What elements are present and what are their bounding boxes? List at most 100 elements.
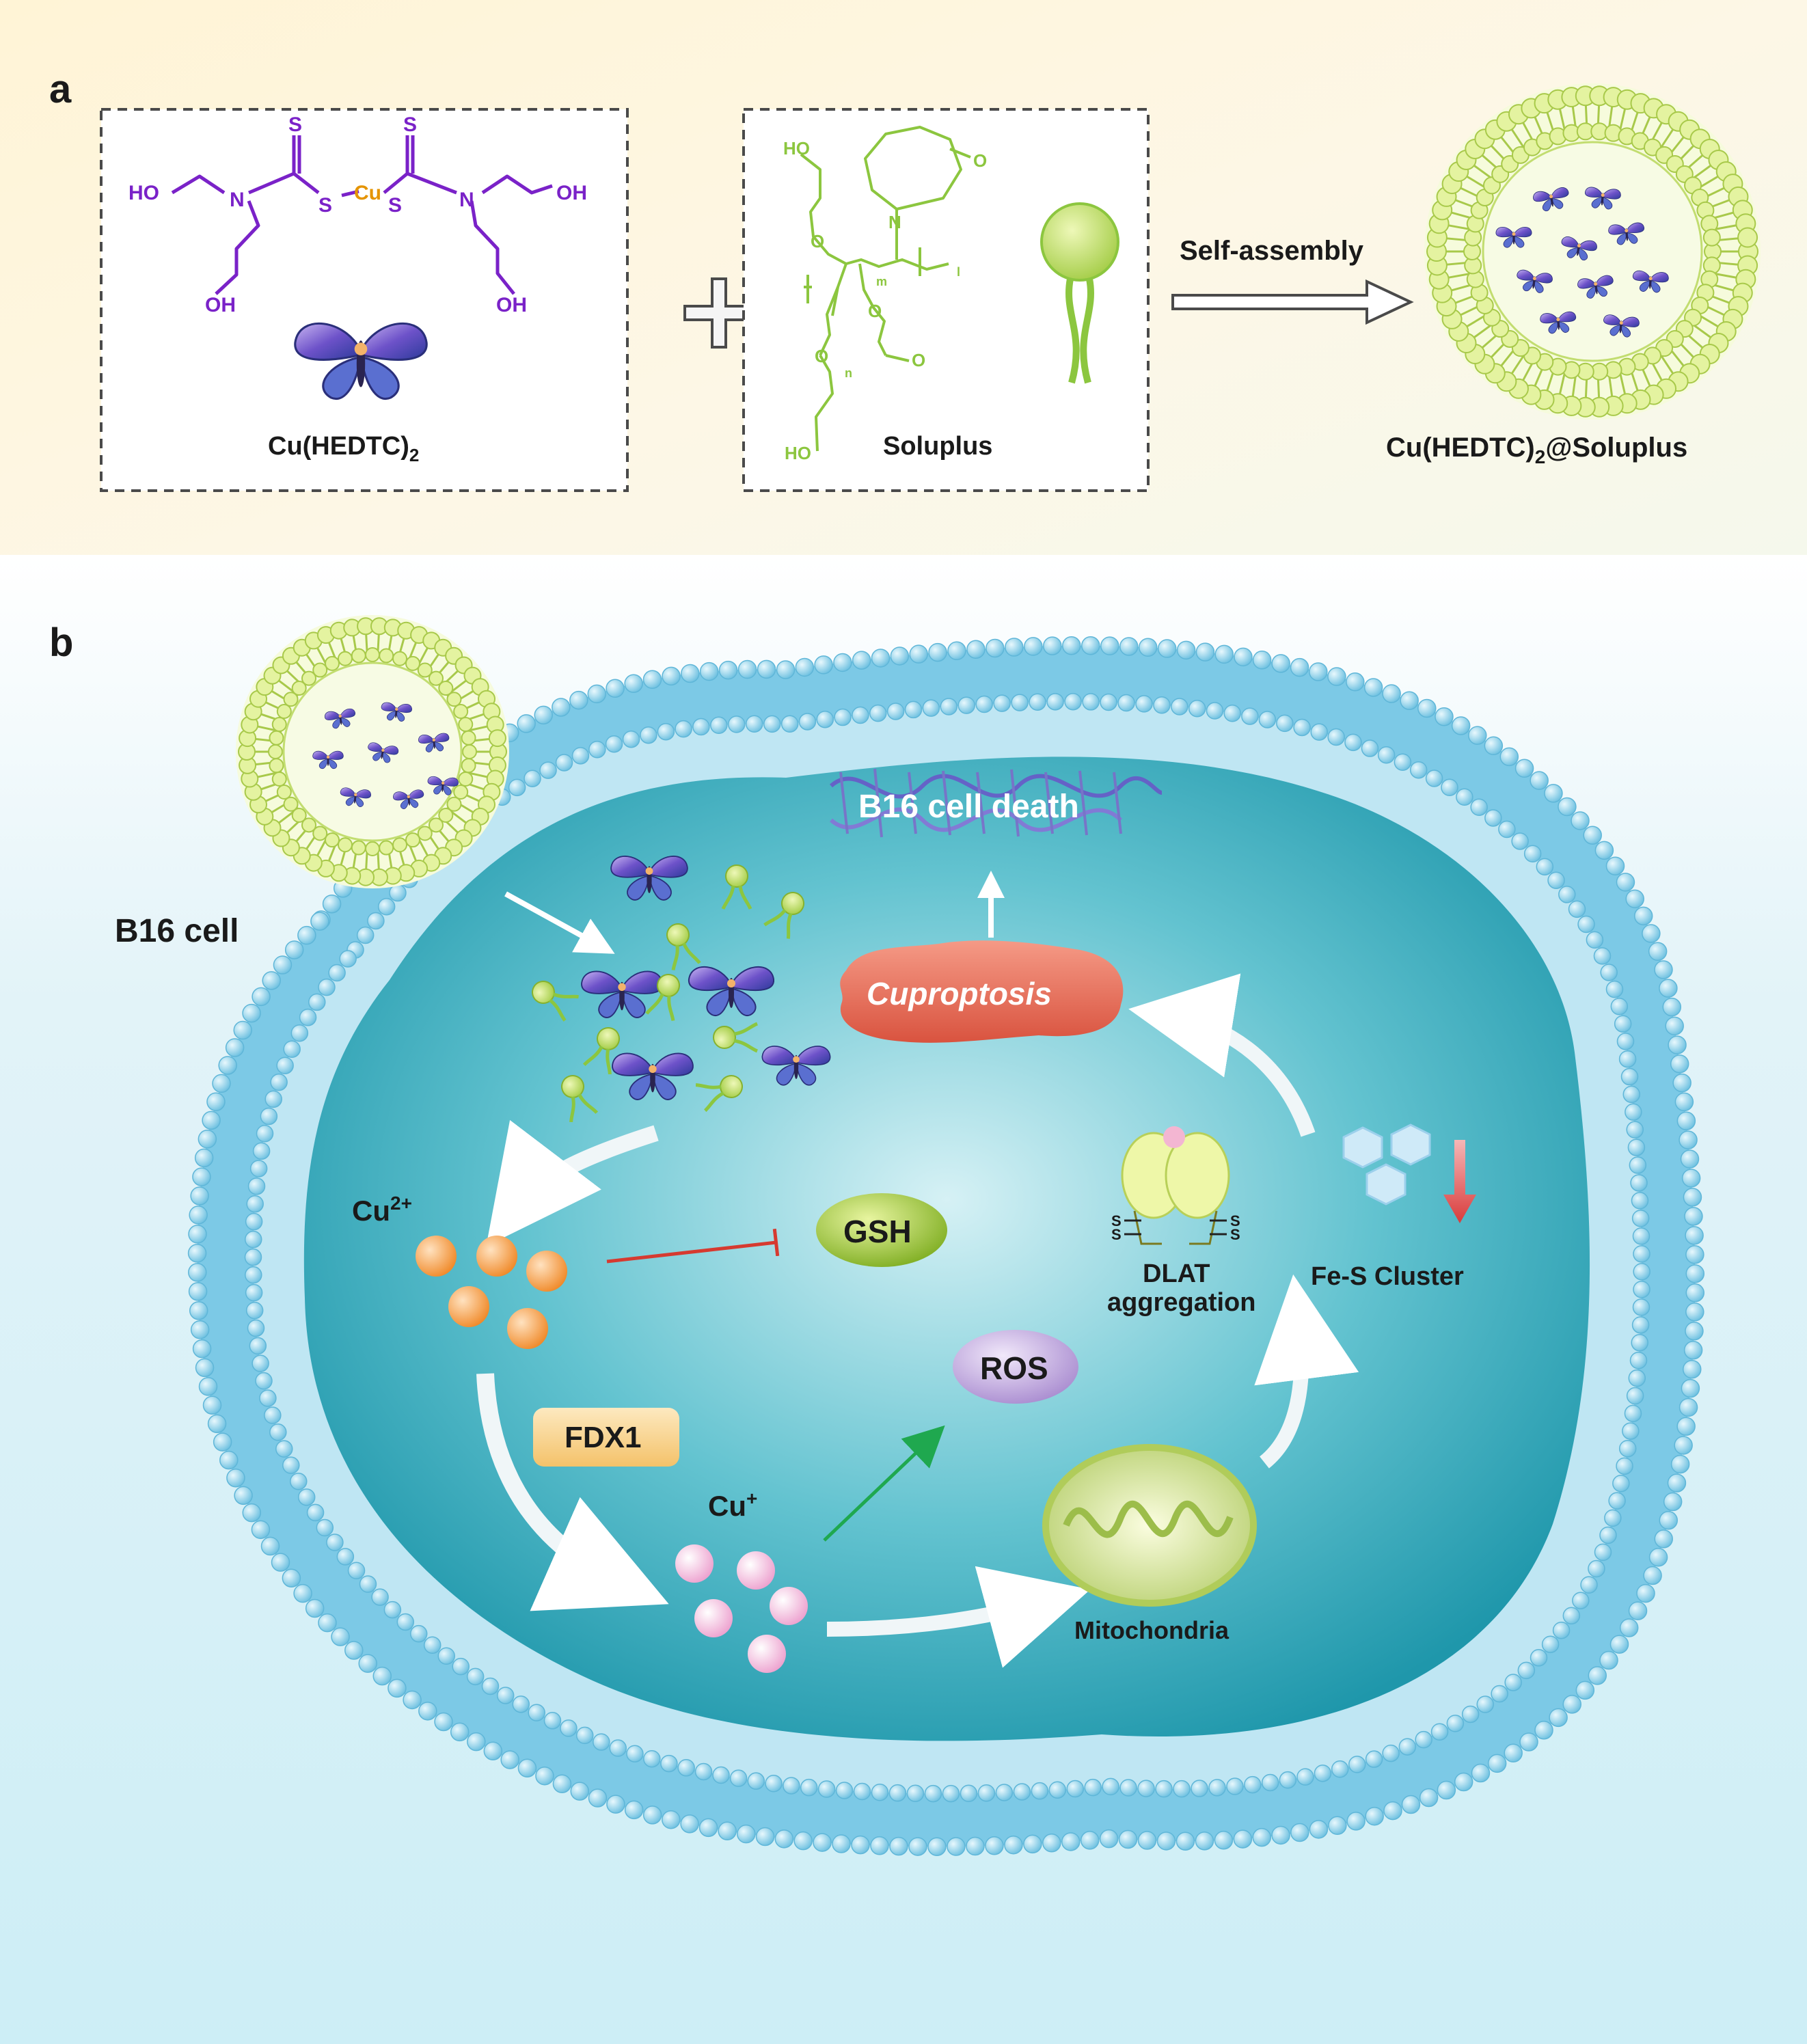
membrane-lipid-head — [1614, 1015, 1632, 1033]
cu1-ion — [748, 1635, 786, 1673]
lipid-head — [365, 647, 380, 662]
membrane-lipid-head — [1674, 1092, 1694, 1112]
membrane-lipid-head — [483, 1741, 503, 1760]
membrane-lipid-head — [1468, 726, 1487, 745]
membrane-lipid-head — [500, 1750, 519, 1769]
membrane-lipid-head — [1271, 1825, 1290, 1845]
membrane-lipid-head — [745, 715, 763, 733]
membrane-lipid-head — [1625, 889, 1644, 909]
atom-s-right: S — [388, 194, 402, 217]
membrane-lipid-head — [273, 955, 293, 975]
membrane-lipid-head — [737, 1824, 756, 1844]
membrane-lipid-head — [798, 713, 817, 731]
membrane-lipid-head — [264, 1406, 282, 1424]
membrane-lipid-head — [249, 1160, 268, 1177]
membrane-lipid-head — [1365, 1806, 1384, 1826]
mitochondria-output-arrow — [1254, 1274, 1359, 1469]
membrane-lipid-head — [539, 761, 557, 779]
ros-label: ROS — [980, 1350, 1048, 1386]
membrane-lipid-head — [1233, 1829, 1253, 1849]
membrane-lipid-head — [588, 741, 606, 759]
membrane-lipid-head — [1628, 1601, 1648, 1620]
membrane-lipid-head — [993, 694, 1011, 712]
membrane-lipid-head — [660, 1754, 678, 1773]
membrane-lipid-head — [904, 700, 923, 719]
ros-ellipse — [953, 1330, 1078, 1404]
cu2-ion — [476, 1236, 517, 1277]
membrane-lipid-head — [1632, 1298, 1650, 1316]
membrane-lipid-head — [1594, 1543, 1612, 1562]
membrane-lipid-head — [947, 641, 966, 661]
membrane-lipid-head — [255, 1372, 273, 1390]
membrane-lipid-head — [290, 1472, 308, 1490]
membrane-lipid-head — [297, 1488, 316, 1506]
membrane-lipid-head — [555, 754, 573, 772]
membrane-lipid-head — [783, 1777, 800, 1795]
membrane-lipid-head — [245, 1283, 263, 1302]
lipid-head — [458, 716, 474, 732]
membrane-lipid-head — [851, 1835, 870, 1855]
membrane-lipid-head — [1530, 1649, 1548, 1667]
mitochondria-entry-arrow — [826, 1566, 1091, 1668]
membrane-lipid-head — [1523, 845, 1542, 862]
membrane-lipid-head — [975, 695, 993, 713]
membrane-lipid-head — [1599, 1526, 1617, 1544]
membrane-lipid-head — [1417, 698, 1437, 718]
lipid-head — [446, 796, 462, 812]
membrane-lipid-head — [1618, 1439, 1637, 1458]
membrane-lipid-head — [259, 1389, 277, 1407]
membrane-lipid-head — [1430, 1723, 1449, 1741]
cuproptosis-blob — [840, 940, 1124, 1043]
membrane-lipid-head — [508, 778, 526, 797]
membrane-lipid-head — [1628, 1369, 1646, 1387]
lipid-head — [462, 744, 477, 759]
membrane-lipid-head — [344, 1641, 364, 1660]
membrane-lipid-head — [1176, 1831, 1195, 1851]
lipid-head — [379, 840, 394, 856]
membrane-lipid-head — [192, 1339, 212, 1359]
lipid-head — [283, 692, 299, 707]
membrane-lipid-head — [1672, 1073, 1691, 1093]
membrane-lipid-head — [1605, 980, 1624, 998]
membrane-lipid-head — [1290, 657, 1309, 677]
membrane-lipid-head — [1214, 1831, 1234, 1850]
membrane-lipid-head — [1684, 1207, 1703, 1226]
membrane-lipid-head — [1135, 695, 1153, 713]
membrane-lipid-head — [1629, 1156, 1647, 1174]
membrane-lipid-head — [1137, 1780, 1155, 1797]
membrane-lipid-head — [198, 1377, 218, 1396]
membrane-lipid-head — [575, 1726, 594, 1745]
membrane-lipid-head — [418, 1702, 437, 1721]
cu2-ion — [448, 1286, 489, 1327]
membrane-lipid-head — [947, 1837, 966, 1856]
membrane-lipid-head — [1685, 1322, 1704, 1341]
membrane-lipid-head — [1504, 1743, 1523, 1763]
membrane-lipid-head — [1208, 1779, 1226, 1797]
atom-o-chain-1: O — [811, 231, 824, 251]
membrane-lipid-head — [1541, 1635, 1560, 1653]
membrane-lipid-head — [986, 638, 1005, 658]
membrane-lipid-head — [423, 1636, 441, 1654]
membrane-lipid-head — [852, 706, 869, 724]
lipid-head — [301, 670, 317, 686]
lipid-head — [405, 655, 420, 671]
membrane-lipid-head — [1622, 1422, 1640, 1440]
soluplus-structure — [800, 126, 971, 452]
membrane-lipid-head — [282, 1456, 300, 1474]
atom-ho-left: HO — [128, 182, 159, 204]
membrane-lipid-head — [1451, 716, 1471, 735]
membrane-lipid-head — [1642, 924, 1661, 943]
membrane-lipid-head — [1681, 1378, 1700, 1398]
cu2-label: Cu2+ — [352, 1193, 412, 1227]
membrane-lipid-head — [187, 1244, 207, 1263]
membrane-lipid-head — [1327, 667, 1346, 686]
membrane-lipid-head — [642, 1805, 662, 1825]
cu1-ion — [770, 1587, 808, 1625]
membrane-lipid-head — [552, 1774, 572, 1794]
membrane-lipid-head — [1023, 1834, 1042, 1854]
membrane-lipid-head — [1064, 692, 1082, 711]
membrane-lipid-head — [1622, 1085, 1641, 1104]
atom-o-chain-2: O — [815, 346, 828, 366]
lipid-head — [337, 837, 353, 853]
soluplus-atoms: HO HO N O O O O O m n l — [783, 138, 987, 463]
